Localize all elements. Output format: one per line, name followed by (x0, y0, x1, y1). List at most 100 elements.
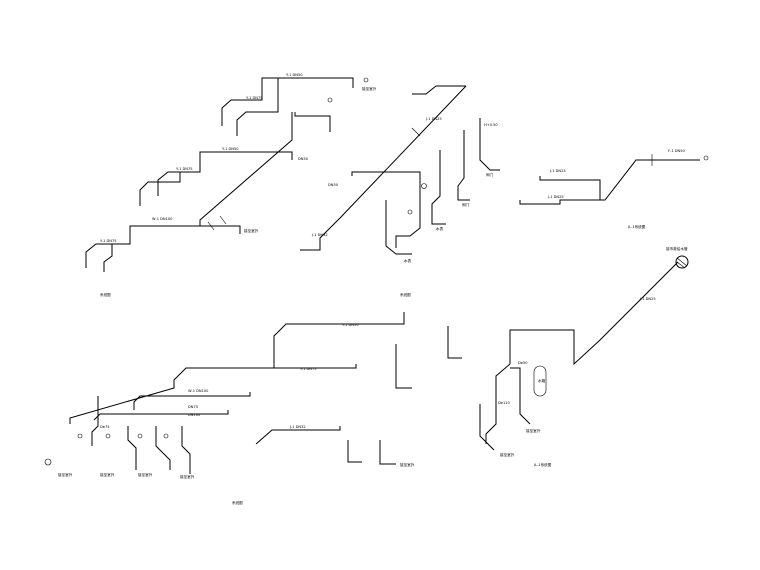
pipe-label-o: Y-1 DN75 (300, 367, 317, 371)
fixture-label-3: 水表 (436, 226, 444, 231)
elevation-label-1: H+0.50 (484, 123, 498, 127)
outlet-label-4: 接至室外 (100, 472, 115, 477)
pipe-view5-main (509, 261, 679, 366)
pipe-riser-2e (385, 200, 412, 255)
pipe-label-d: Y-1 DN75 (176, 167, 193, 171)
pipe-label-a: Y-1 DN50 (286, 73, 303, 77)
pipe-branch-lower (85, 234, 131, 268)
outlet-label-2: 接至室外 (362, 86, 377, 91)
pipe-horizontal-2 (351, 171, 421, 186)
pipe-label-f: Y-1 DN75 (100, 239, 117, 243)
pipe-run-middle (199, 151, 293, 160)
system-view-1: Y-1 DN50 Y-1 DN75 Y-1 DN50 Y-1 DN75 W-1 … (85, 73, 377, 297)
outlet-label-1: 接至室外 (244, 228, 259, 233)
pipe-riser-2b (431, 150, 446, 225)
pipe-label-q: DN75 (188, 405, 198, 409)
pipe-riser-2d (479, 118, 500, 171)
pipe-view4-riser5 (395, 344, 412, 389)
pipe-branch-middle2 (139, 172, 181, 206)
pipe-view4-riser2 (127, 426, 137, 470)
pipe-branch-middle (157, 158, 201, 196)
pipe-main-diagonal-2 (300, 85, 467, 251)
outlet-label-5: 接至室外 (138, 472, 153, 477)
view-5-caption: JL-1系统图 (533, 462, 552, 467)
water-heater-icon (675, 255, 689, 269)
note-label-1: 接市政给水管 (666, 246, 688, 251)
valve-icon-5 (163, 433, 169, 439)
pipe-label-w: De110 (498, 401, 511, 405)
view-1-caption: 系统图 (100, 292, 111, 297)
outlet-label-6: 接至室外 (180, 474, 195, 479)
fixture-label-4: 水表 (404, 258, 412, 263)
pipe-view4-riser4 (181, 426, 191, 474)
pipe-run-upper (261, 77, 354, 88)
pipe-view5-drop (485, 363, 511, 444)
drain-fitting-icon (44, 458, 52, 466)
outlet-label-7: 接至室外 (400, 462, 415, 467)
pipe-main-diagonal (129, 112, 293, 234)
pipe-view4-low3 (255, 426, 341, 445)
outlet-label-3: 接至室外 (58, 472, 73, 477)
pipe-top-2 (412, 85, 466, 95)
fixture-label-2: 阀门 (462, 202, 470, 207)
outlet-label-9: 接至室外 (526, 428, 541, 433)
valve-icon-2 (77, 433, 83, 439)
pipe-label-g: DN50 (298, 157, 309, 161)
tank-label: 水箱 (538, 378, 546, 383)
end-fitting-icon (703, 155, 709, 161)
heater-hatch-1 (676, 257, 688, 267)
pipe-view4-riser3 (155, 426, 171, 470)
pipe-label-j: DN50 (328, 183, 339, 187)
pipe-branch-lower2 (103, 244, 113, 272)
pipe-view3-main (539, 159, 700, 201)
pipe-label-c: Y-1 DN50 (222, 147, 239, 151)
heater-hatch-2 (676, 261, 686, 269)
view-3-caption: JL-1系统图 (627, 224, 646, 229)
pipe-view5-branch2 (479, 404, 495, 451)
pipe-label-b: Y-1 DN75 (246, 96, 263, 100)
meter-icon (421, 183, 427, 189)
pipe-label-h: J-1 DN25 (425, 117, 442, 121)
pipe-view4-top (273, 312, 405, 368)
pipe-view4-riser7 (347, 440, 362, 463)
pipe-view4-low2 (93, 410, 229, 421)
pipe-branch-upper (221, 84, 263, 126)
pipe-label-l: J-1 DN25 (549, 169, 566, 173)
water-tank-icon (533, 365, 547, 397)
pipe-label-s: J-1 DN32 (289, 425, 306, 429)
pipe-outlet-lower (200, 225, 241, 234)
pipe-label-t: De75 (100, 425, 110, 429)
pipe-label-r: DN100 (188, 413, 201, 417)
pipe-label-n: Y-1 DN50 (342, 323, 359, 327)
fixture-label-1: 阀门 (486, 172, 494, 177)
pipe-view4-mid (69, 364, 357, 424)
pipe-run-riser-upper (236, 78, 279, 136)
pipe-view4-riser8 (379, 440, 396, 465)
view-4-caption: 系统图 (232, 500, 243, 505)
valve-mark-2 (219, 215, 227, 225)
floor-drain-icon (327, 97, 333, 103)
system-view-2: J-1 DN25 J-1 DN32 DN50 H+0.50 阀门 阀门 水表 水… (300, 85, 500, 297)
valve-icon-3 (105, 433, 111, 439)
pipe-riser-2a (395, 186, 421, 248)
pipe-view5-branch (510, 367, 531, 425)
outlet-label-8: 接至室外 (500, 452, 515, 457)
system-view-3: F-1 DN50 J-1 DN25 J-1 DN25 JL-1系统图 (519, 149, 709, 229)
pipe-view4-low1 (133, 392, 251, 410)
pipe-label-i: J-1 DN32 (311, 233, 328, 237)
pipe-view4-riser6 (447, 326, 462, 359)
valve-mark-3 (411, 127, 421, 137)
valve-icon (407, 209, 413, 215)
view-2-caption: 系统图 (400, 292, 411, 297)
pipe-label-e: W-1 DN100 (152, 217, 173, 221)
pipe-branch-mid-right (294, 112, 331, 132)
pipe-label-k: F-1 DN50 (668, 149, 686, 153)
pipe-riser-2c (457, 130, 470, 201)
valve-mark-1 (207, 221, 215, 231)
vent-cap-icon (363, 77, 369, 83)
pipe-label-p: W-1 DN100 (188, 389, 209, 393)
system-view-4: Y-1 DN50 Y-1 DN75 W-1 DN100 DN75 DN100 J… (44, 312, 462, 505)
pipe-view3-branch (519, 199, 604, 205)
pipe-label-v: De50 (518, 361, 528, 365)
